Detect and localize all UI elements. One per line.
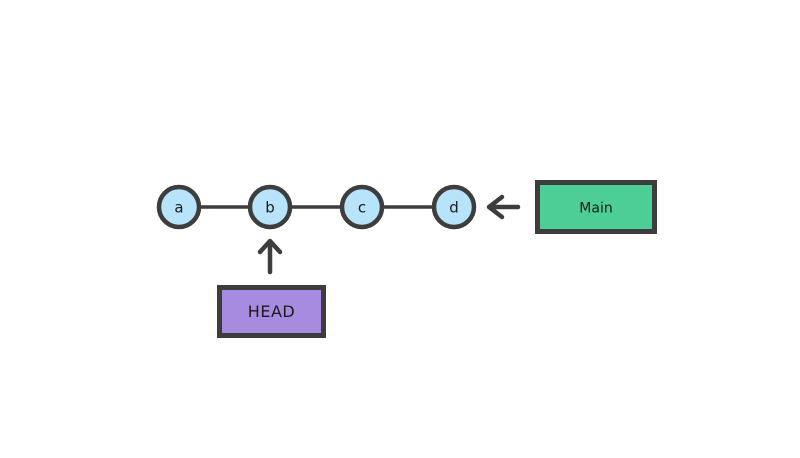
head-label-box: HEAD xyxy=(217,285,326,338)
commit-label-d: d xyxy=(449,198,459,216)
commit-circle-b xyxy=(247,184,293,230)
commit-node-c: c xyxy=(339,184,385,230)
branch-label-box: Main xyxy=(535,180,657,234)
arrow-left-head xyxy=(486,194,505,220)
commit-circle-a xyxy=(156,184,202,230)
commit-circle-c xyxy=(339,184,385,230)
arrow-left-icon xyxy=(486,194,521,220)
commit-node-d: d xyxy=(431,184,477,230)
arrow-up-icon xyxy=(257,238,283,275)
commit-circle-d xyxy=(431,184,477,230)
commit-label-b: b xyxy=(265,198,275,216)
branch-label-rect xyxy=(535,180,657,234)
commit-label-c: c xyxy=(358,198,366,216)
branch-label-text: Main xyxy=(579,200,612,216)
commit-node-a: a xyxy=(156,184,202,230)
commit-label-a: a xyxy=(174,198,183,216)
arrow-up-head xyxy=(257,238,283,255)
head-label-rect xyxy=(217,285,326,338)
head-label-text: HEAD xyxy=(248,302,295,321)
commit-node-b: b xyxy=(247,184,293,230)
